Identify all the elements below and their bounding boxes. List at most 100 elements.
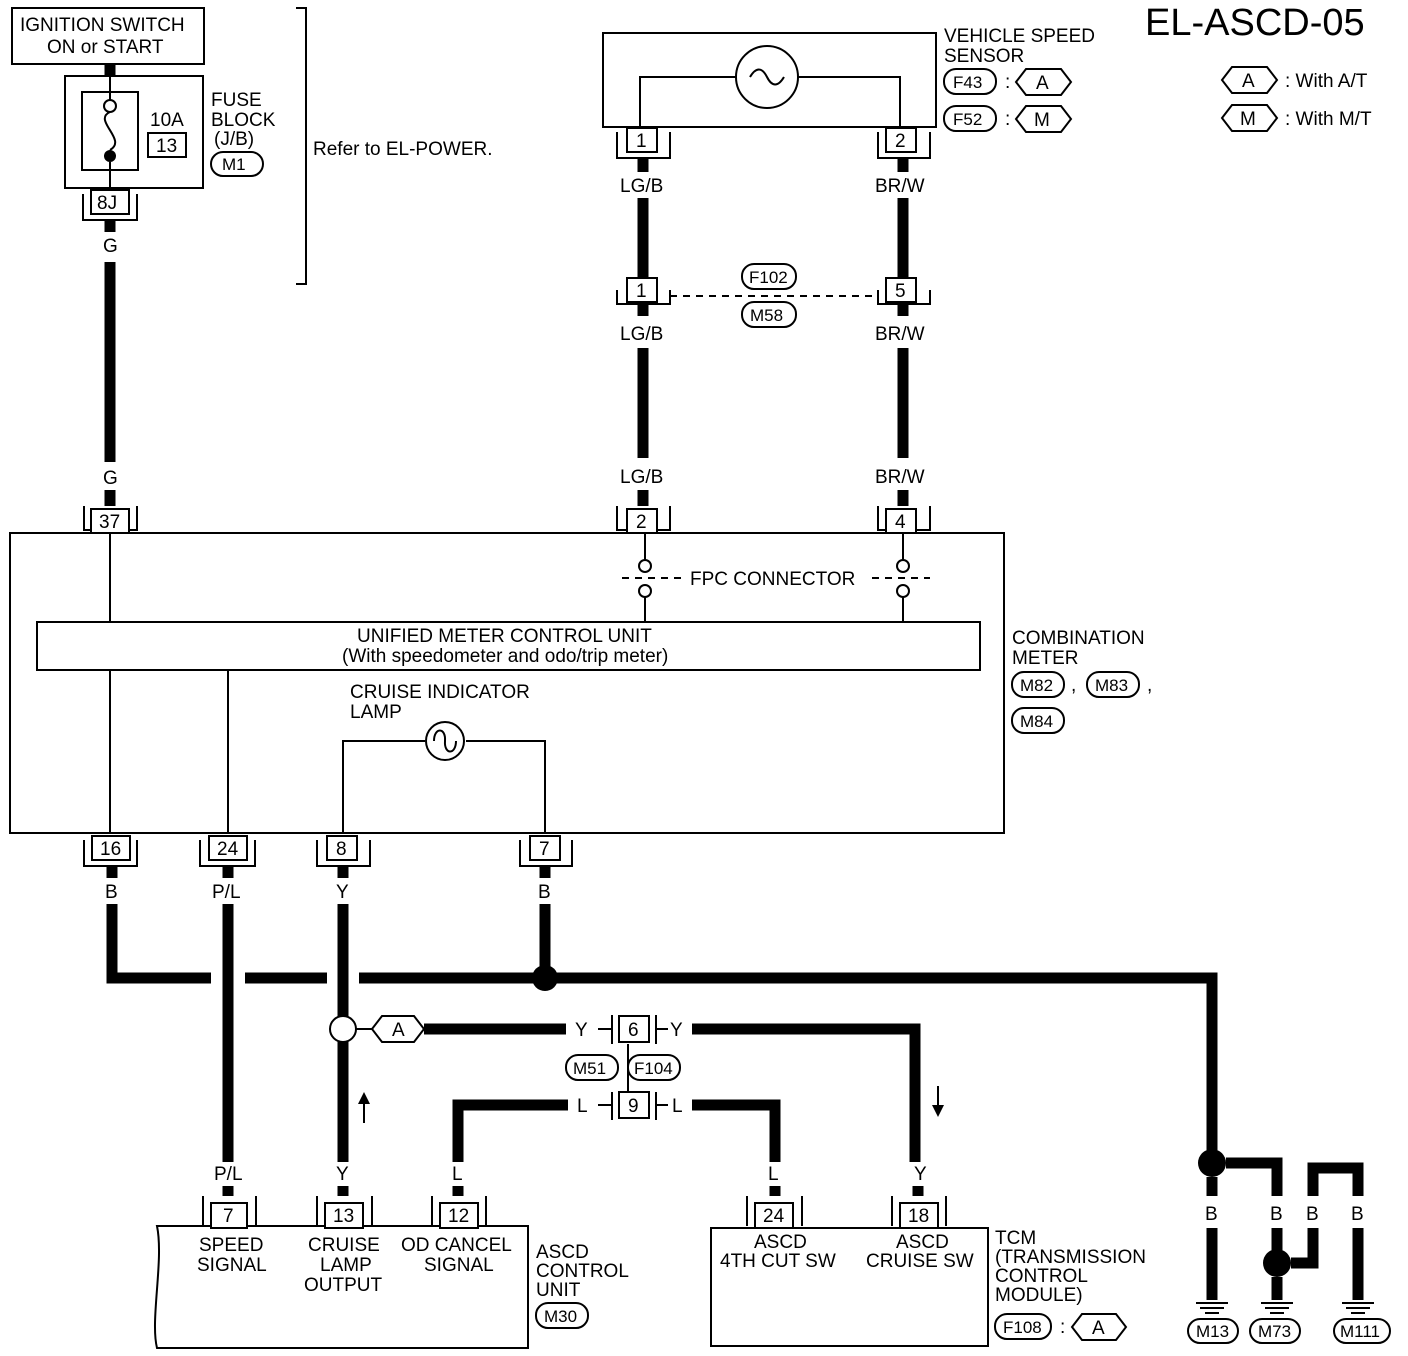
- meter-pin37-box: [90, 508, 130, 534]
- tcm-pin24-box: [754, 1202, 794, 1229]
- ground-m13-oval: [1187, 1318, 1239, 1344]
- tcm-conn-f108: F108: [1003, 1318, 1042, 1337]
- tcm-cruise-sw-2: CRUISE SW: [866, 1251, 974, 1272]
- wire-label-b-m73-2: B: [1306, 1204, 1319, 1225]
- meter-pin4-box: [885, 508, 917, 534]
- ground-icon-m111: [1342, 1302, 1374, 1314]
- joint-pin5-box: [885, 277, 917, 303]
- ignition-switch-box: [11, 7, 205, 65]
- ascd-label3: UNIT: [536, 1280, 581, 1301]
- vss-conn-f52: F52: [953, 110, 982, 129]
- meter-pin8: 8: [336, 839, 347, 860]
- mid-pin6-box: [618, 1015, 650, 1043]
- meter-pin2: 2: [636, 512, 647, 533]
- wire-l-from-ascd: [452, 1099, 568, 1162]
- wire-label-brw-1: BR/W: [875, 176, 925, 197]
- wire-label-l-mid-left: L: [577, 1096, 588, 1117]
- fuse-block-label1: FUSE: [211, 90, 262, 111]
- vss-label2: SENSOR: [944, 46, 1024, 67]
- meter-pin7: 7: [539, 839, 550, 860]
- wire-label-brw-3: BR/W: [875, 467, 925, 488]
- ascd-conn-m30: M30: [544, 1307, 577, 1326]
- vss-pin2-box: [885, 127, 917, 153]
- ground-splice-m73: [1263, 1249, 1291, 1277]
- wire-l-to-tcm: [692, 1099, 781, 1162]
- wire-label-l-mid-right: L: [672, 1096, 683, 1117]
- joint-conn-m58: M58: [750, 306, 783, 325]
- joint-conn-f102-oval: [741, 263, 797, 290]
- unified-meter-line1: UNIFIED METER CONTROL UNIT: [357, 626, 652, 647]
- wire-label-b-16: B: [105, 882, 118, 903]
- meter-pin24-box: [208, 835, 248, 861]
- meter-conn-m82-oval: [1011, 671, 1065, 698]
- cruise-indicator-label2: LAMP: [350, 702, 402, 723]
- unified-meter-control-unit: [36, 621, 981, 671]
- fuse-terminal-8j: 8J: [97, 193, 117, 214]
- wire-label-y-mid-left: Y: [575, 1020, 588, 1041]
- wire-label-b-7: B: [538, 882, 551, 903]
- option-a-letter: A: [392, 1020, 405, 1041]
- ground-m73: M73: [1258, 1322, 1291, 1341]
- ascd-speed-signal-1: SPEED: [199, 1235, 263, 1256]
- vss-a-symbol: [1014, 68, 1073, 96]
- ground-splice-right: [1198, 1149, 1226, 1177]
- tcm-conn-f108-oval: [994, 1313, 1052, 1340]
- legend-a-text: : With A/T: [1285, 71, 1368, 92]
- wire-label-lgb-1: LG/B: [620, 176, 663, 197]
- ground-m111-oval: [1333, 1318, 1391, 1344]
- wire-b-ground-bus: [106, 904, 211, 984]
- fuse-number: 13: [156, 136, 177, 157]
- wire-label-g-bottom: G: [103, 468, 118, 489]
- tcm-colon: :: [1060, 1317, 1065, 1338]
- ascd-od-cancel-1: OD CANCEL: [401, 1235, 512, 1256]
- fpc-contact-4-bottom: [896, 584, 910, 598]
- ground-splice-main: [532, 965, 558, 991]
- wire-label-g-top: G: [103, 236, 118, 257]
- meter-pin8-box: [326, 835, 358, 861]
- wire-label-y-ascd: Y: [336, 1164, 349, 1185]
- fuse-amperage: 10A: [150, 110, 184, 131]
- meter-pin7-box: [529, 835, 561, 861]
- wire-label-y-8: Y: [336, 882, 349, 903]
- diagram-title: EL-ASCD-05: [1145, 2, 1365, 44]
- ground-icon-m13: [1196, 1302, 1228, 1314]
- combination-meter-box: [9, 532, 1005, 834]
- joint-pin1: 1: [636, 281, 647, 302]
- vss-m-letter: M: [1034, 110, 1050, 131]
- meter-pin4: 4: [895, 512, 906, 533]
- combination-meter-label2: METER: [1012, 648, 1079, 669]
- ground-icon-m73: [1261, 1302, 1293, 1314]
- ignition-switch-line1: IGNITION SWITCH: [20, 15, 185, 36]
- joint-pin1-box: [626, 277, 658, 303]
- tcm-cruise-sw-1: ASCD: [896, 1232, 949, 1253]
- ascd-pin12: 12: [448, 1206, 469, 1227]
- tcm-a-letter: A: [1092, 1318, 1105, 1339]
- joint-conn-m58-oval: [741, 301, 797, 328]
- ascd-od-cancel-2: SIGNAL: [424, 1255, 494, 1276]
- fuse-connector-oval: [210, 151, 264, 177]
- splice-y-open: [329, 1015, 357, 1043]
- ascd-pin12-box: [439, 1202, 479, 1229]
- fpc-connector-label: FPC CONNECTOR: [690, 569, 855, 590]
- wire-label-y-tcm: Y: [914, 1164, 927, 1185]
- mid-conn-f104: F104: [634, 1059, 673, 1078]
- legend-a-letter: A: [1242, 71, 1255, 92]
- legend: A : With A/T M : With M/T: [1220, 66, 1372, 132]
- wire-label-l-tcm: L: [768, 1164, 779, 1185]
- meter-conn-m82: M82: [1020, 676, 1053, 695]
- ascd-conn-m30-oval: [535, 1302, 589, 1329]
- meter-comma-1: ,: [1071, 675, 1076, 696]
- fuse-terminal-box: [90, 189, 130, 215]
- wire-label-b-m13: B: [1205, 1204, 1218, 1225]
- tcm-4th-cut-1: ASCD: [754, 1232, 807, 1253]
- wire-y-to-tcm: [692, 1023, 921, 1162]
- legend-m-text: : With M/T: [1285, 109, 1372, 130]
- mid-conn-f104-oval: [627, 1054, 681, 1081]
- ascd-pin13-box: [324, 1202, 364, 1229]
- legend-m-symbol: [1220, 104, 1279, 132]
- wire-label-pl-ascd: P/L: [214, 1164, 243, 1185]
- ascd-pin7: 7: [223, 1206, 234, 1227]
- combination-meter-label1: COMBINATION: [1012, 628, 1145, 649]
- vss-colon-2: :: [1005, 109, 1010, 130]
